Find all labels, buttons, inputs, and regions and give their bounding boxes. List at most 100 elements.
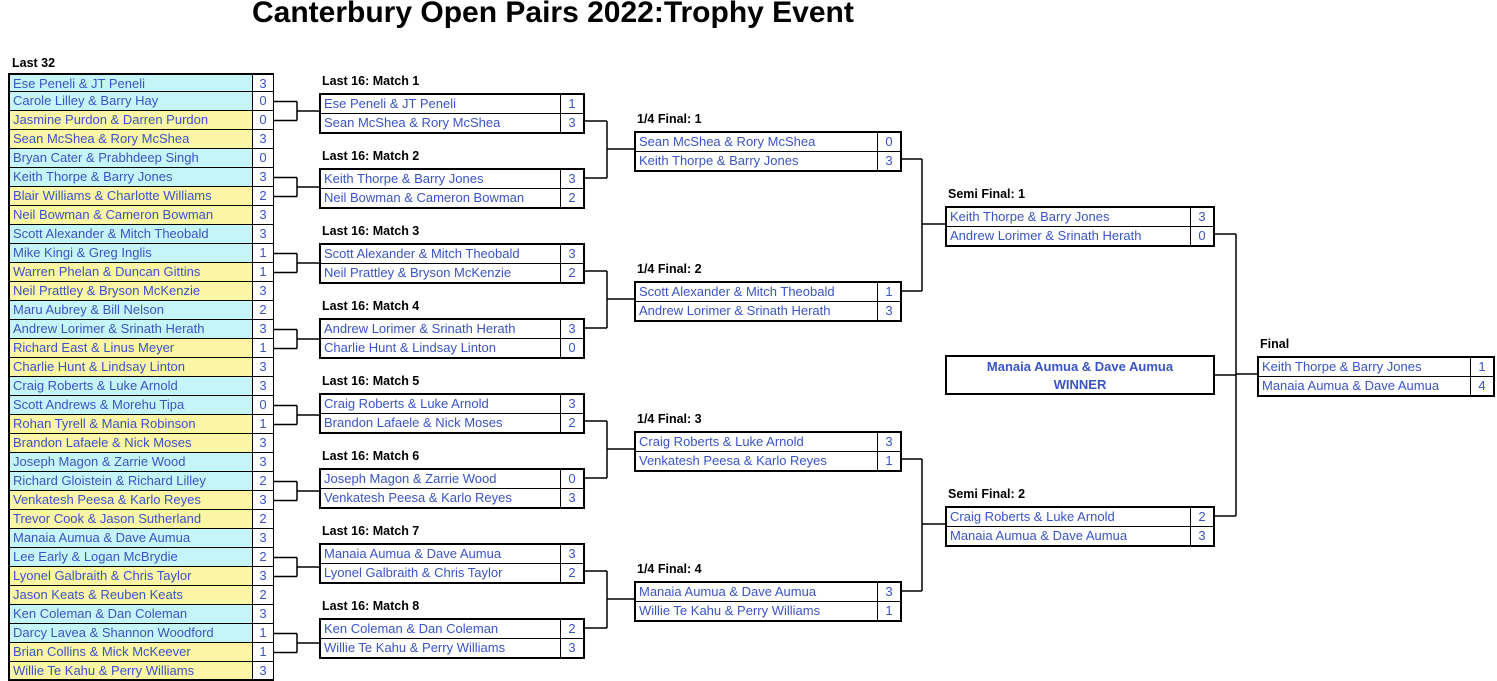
team-score: 3 [253, 491, 273, 509]
team-score: 2 [253, 187, 273, 205]
winner-box: Manaia Aumua & Dave Aumua WINNER [945, 355, 1215, 395]
team-score: 2 [253, 301, 273, 319]
team-name: Sean McShea & Rory McShea [636, 133, 878, 151]
team-name: Andrew Lorimer & Srinath Herath [9, 320, 253, 338]
team-name: Richard East & Linus Meyer [9, 339, 253, 357]
team-score: 3 [253, 662, 273, 679]
team-score: 3 [253, 567, 273, 585]
team-score: 3 [568, 396, 576, 411]
team-name: Sean McShea & Rory McShea [9, 130, 253, 148]
team-score: 3 [885, 303, 893, 318]
team-score: 1 [885, 284, 893, 299]
team-score: 3 [568, 490, 576, 505]
team-name: Charlie Hunt & Lindsay Linton [321, 339, 561, 357]
team-score: 3 [568, 115, 576, 130]
team-name: Venkatesh Peesa & Karlo Reyes [321, 489, 561, 507]
team-score: 2 [568, 621, 576, 636]
team-score: 2 [253, 548, 273, 566]
team-name: Willie Te Kahu & Perry Williams [636, 602, 878, 620]
match-label: Last 16: Match 8 [322, 599, 420, 613]
team-score: 1 [253, 415, 273, 433]
team-name: Ken Coleman & Dan Coleman [9, 605, 253, 623]
team-name: Manaia Aumua & Dave Aumua [636, 583, 878, 601]
match-label: Last 16: Match 2 [322, 149, 420, 163]
match-label: 1/4 Final: 4 [637, 562, 702, 576]
team-name: Neil Bowman & Cameron Bowman [9, 206, 253, 224]
team-name: Neil Prattley & Bryson McKenzie [9, 282, 253, 300]
team-score: 3 [568, 640, 576, 655]
team-name: Darcy Lavea & Shannon Woodford [9, 624, 253, 642]
team-score: 0 [253, 396, 273, 414]
match-row: Andrew Lorimer & Srinath Herath 3 [636, 301, 900, 320]
team-score: 3 [253, 377, 273, 395]
match-label: Semi Final: 1 [948, 187, 1026, 201]
team-name: Manaia Aumua & Dave Aumua [1259, 377, 1471, 395]
team-score: 3 [568, 246, 576, 261]
team-name: Keith Thorpe & Barry Jones [947, 208, 1191, 226]
winner-name: Manaia Aumua & Dave Aumua [986, 359, 1174, 374]
team-name: Keith Thorpe & Barry Jones [9, 168, 253, 186]
team-name: Venkatesh Peesa & Karlo Reyes [9, 491, 253, 509]
team-name: Scott Alexander & Mitch Theobald [321, 245, 561, 263]
team-score: 3 [253, 358, 273, 376]
team-name: Keith Thorpe & Barry Jones [321, 170, 561, 188]
team-score: 1 [1478, 359, 1486, 374]
team-name: Andrew Lorimer & Srinath Herath [636, 302, 878, 320]
team-score: 1 [253, 624, 273, 642]
team-score: 1 [253, 643, 273, 661]
team-name: Ese Peneli & JT Peneli [9, 75, 253, 91]
team-score: 3 [568, 171, 576, 186]
team-name: Brandon Lafaele & Nick Moses [9, 434, 253, 452]
team-score: 0 [253, 149, 273, 167]
team-name: Andrew Lorimer & Srinath Herath [321, 320, 561, 338]
team-score: 3 [885, 153, 893, 168]
team-score: 3 [253, 130, 273, 148]
team-score: 0 [568, 471, 576, 486]
team-name: Neil Prattley & Bryson McKenzie [321, 264, 561, 282]
team-name: Jasmine Purdon & Darren Purdon [9, 111, 253, 129]
team-score: 3 [253, 206, 273, 224]
team-score: 2 [568, 415, 576, 430]
team-score: 3 [253, 434, 273, 452]
team-score: 1 [568, 96, 576, 111]
match-label: Last 16: Match 4 [322, 299, 420, 313]
team-score: 4 [1478, 378, 1486, 393]
team-score: 2 [253, 472, 273, 490]
